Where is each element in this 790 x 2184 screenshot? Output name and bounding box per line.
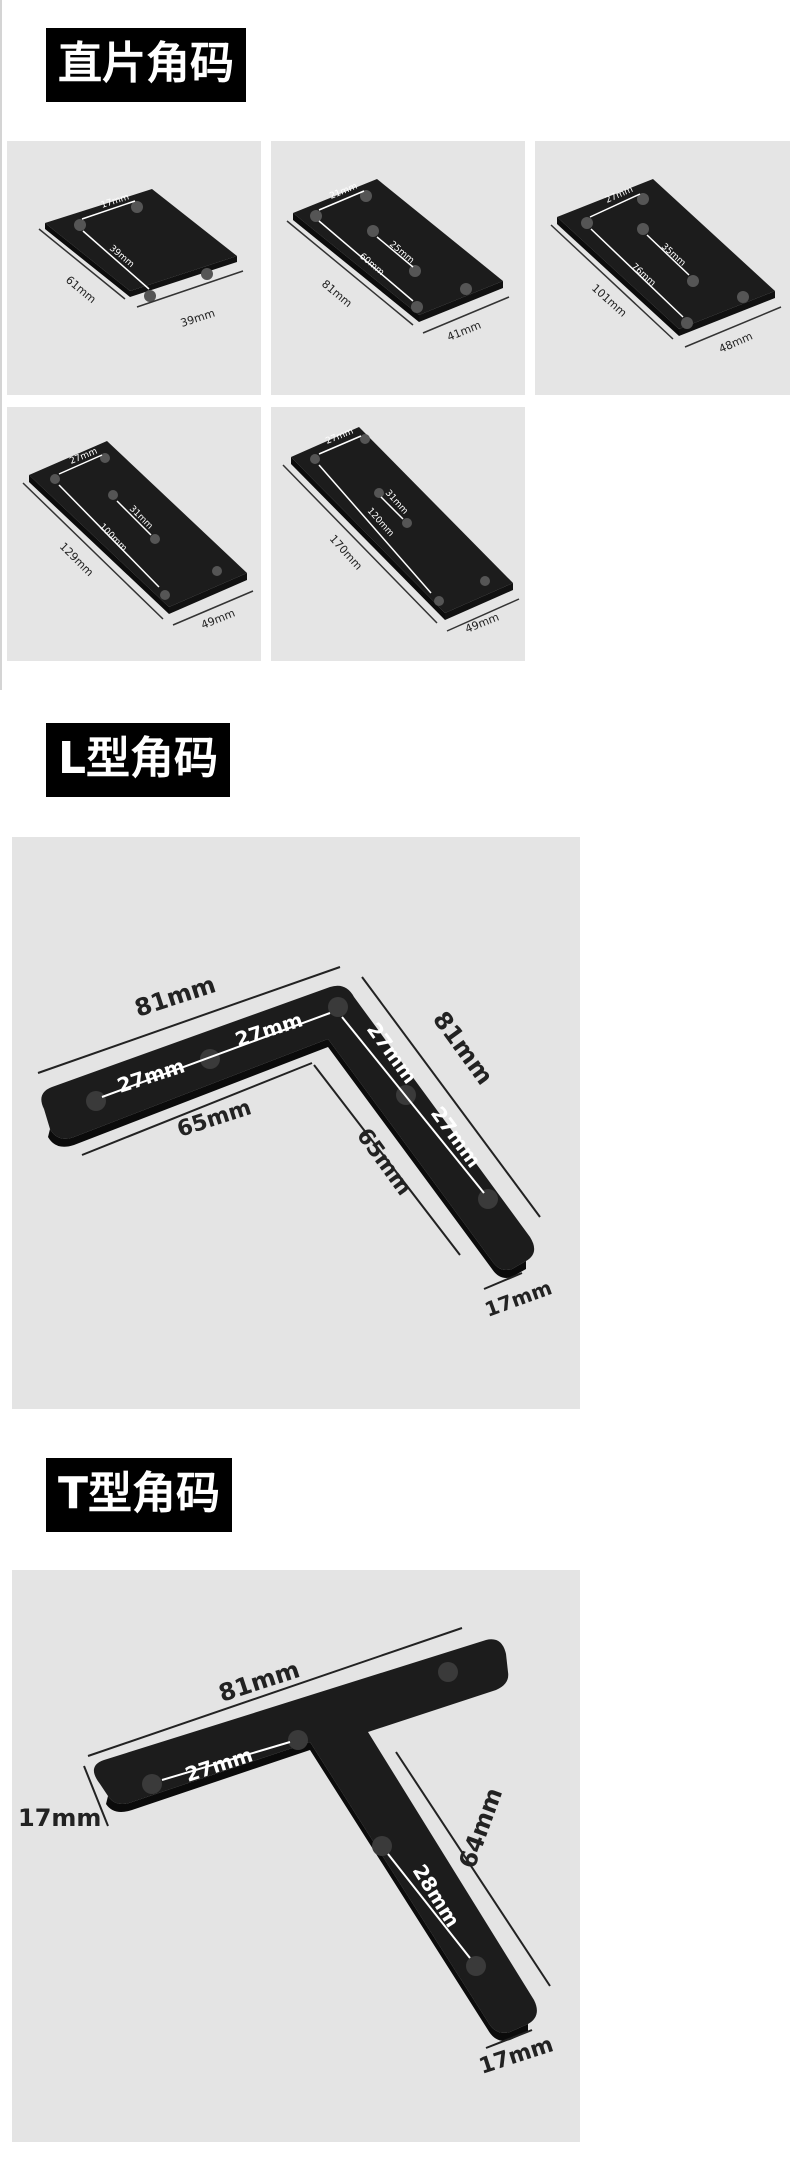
t-bracket-image: 81mm 27mm 17mm 64mm 28mm 17mm xyxy=(12,1570,580,2142)
dim-label: 49mm xyxy=(463,610,501,635)
hole-icon xyxy=(74,219,86,231)
dim-label: 81mm xyxy=(215,1655,303,1707)
hole-icon xyxy=(100,453,110,463)
hole-icon xyxy=(581,217,593,229)
hole-icon xyxy=(374,488,384,498)
dim-label: 49mm xyxy=(199,606,237,631)
dim-label: 81mm xyxy=(427,1006,499,1090)
hole-icon xyxy=(637,223,649,235)
hole-icon xyxy=(411,301,423,313)
section-title-straight: 直片角码 xyxy=(46,28,246,102)
hole-icon xyxy=(150,534,160,544)
hole-icon xyxy=(434,596,444,606)
hole-icon xyxy=(288,1730,308,1750)
plate-thumb-5: 27mm 31mm 120mm 170mm 49mm xyxy=(271,407,525,661)
hole-icon xyxy=(409,265,421,277)
hole-icon xyxy=(160,590,170,600)
l-bracket-image: 81mm 81mm 27mm 27mm 27mm 27mm 65mm 65mm … xyxy=(12,837,580,1409)
hole-icon xyxy=(367,225,379,237)
dim-label: 129mm xyxy=(57,540,96,579)
hole-icon xyxy=(360,434,370,444)
hole-icon xyxy=(310,454,320,464)
left-divider xyxy=(0,0,2,690)
hole-icon xyxy=(310,210,322,222)
plate-thumb-3: 27mm 35mm 76mm 101mm 48mm xyxy=(535,141,790,395)
hole-icon xyxy=(637,193,649,205)
dim-label: 17mm xyxy=(482,1275,556,1321)
hole-icon xyxy=(681,317,693,329)
dim-label: 17mm xyxy=(18,1804,101,1832)
hole-icon xyxy=(466,1956,486,1976)
section-title-l-shape: L型角码 xyxy=(46,723,231,797)
hole-icon xyxy=(200,1049,220,1069)
dim-label: 101mm xyxy=(589,282,629,320)
hole-icon xyxy=(86,1091,106,1111)
hole-icon xyxy=(480,576,490,586)
dim-label: 81mm xyxy=(319,277,355,310)
dim-label: 48mm xyxy=(717,329,755,355)
hole-icon xyxy=(402,518,412,528)
hole-icon xyxy=(212,566,222,576)
dim-label: 17mm xyxy=(476,2032,556,2079)
plate-thumb-2: 21mm 25mm 60mm 81mm 41mm xyxy=(271,141,525,395)
hole-icon xyxy=(142,1774,162,1794)
hole-icon xyxy=(360,190,372,202)
hole-icon xyxy=(131,201,143,213)
hole-icon xyxy=(144,290,156,302)
hole-icon xyxy=(438,1662,458,1682)
hole-icon xyxy=(201,268,213,280)
dim-label: 39mm xyxy=(179,307,217,330)
section-title-t-shape: T型角码 xyxy=(46,1458,233,1532)
hole-icon xyxy=(478,1189,498,1209)
hole-icon xyxy=(328,997,348,1017)
dim-label: 170mm xyxy=(327,532,365,572)
plate-thumb-4: 27mm 31mm 100mm 129mm 49mm xyxy=(7,407,261,661)
dim-label: 64mm xyxy=(453,1784,508,1872)
plate-thumb-1: 17mm 39mm 61mm 39mm xyxy=(7,141,261,395)
hole-icon xyxy=(737,291,749,303)
dim-label: 61mm xyxy=(63,273,99,306)
hole-icon xyxy=(372,1836,392,1856)
dim-label: 41mm xyxy=(445,318,483,343)
hole-icon xyxy=(460,283,472,295)
hole-icon xyxy=(687,275,699,287)
hole-icon xyxy=(108,490,118,500)
hole-icon xyxy=(50,474,60,484)
